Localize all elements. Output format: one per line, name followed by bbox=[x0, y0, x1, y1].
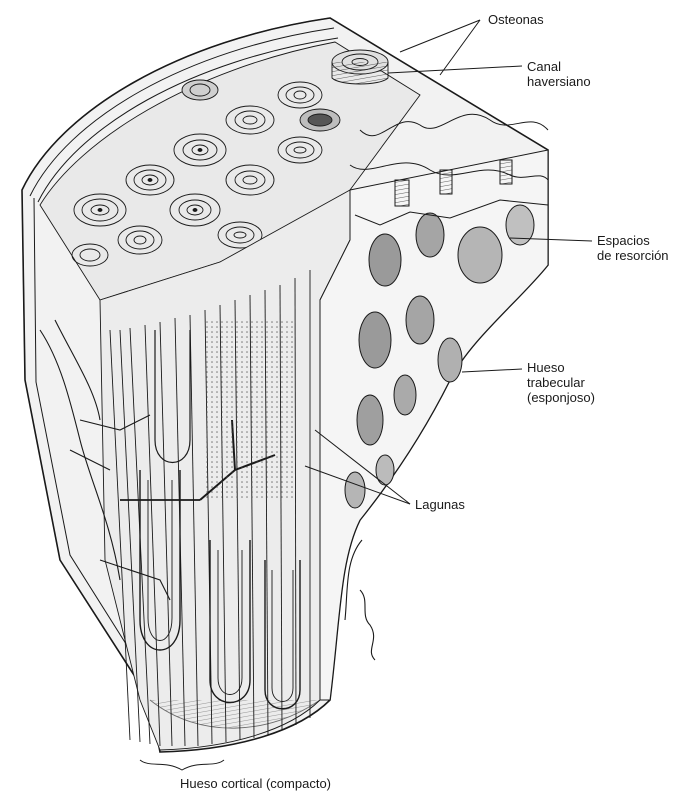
label-osteonas: Osteonas bbox=[488, 12, 544, 27]
label-hueso-cortical: Hueso cortical (compacto) bbox=[180, 776, 331, 791]
label-lagunas: Lagunas bbox=[415, 497, 465, 512]
raised-osteon bbox=[332, 50, 388, 84]
label-espacios-de-resorcion: Espacios de resorción bbox=[597, 233, 669, 263]
label-hueso-trabecular: Hueso trabecular (esponjoso) bbox=[527, 360, 595, 405]
label-canal-haversiano: Canal haversiano bbox=[527, 59, 591, 89]
trabecular-bone bbox=[320, 114, 548, 700]
